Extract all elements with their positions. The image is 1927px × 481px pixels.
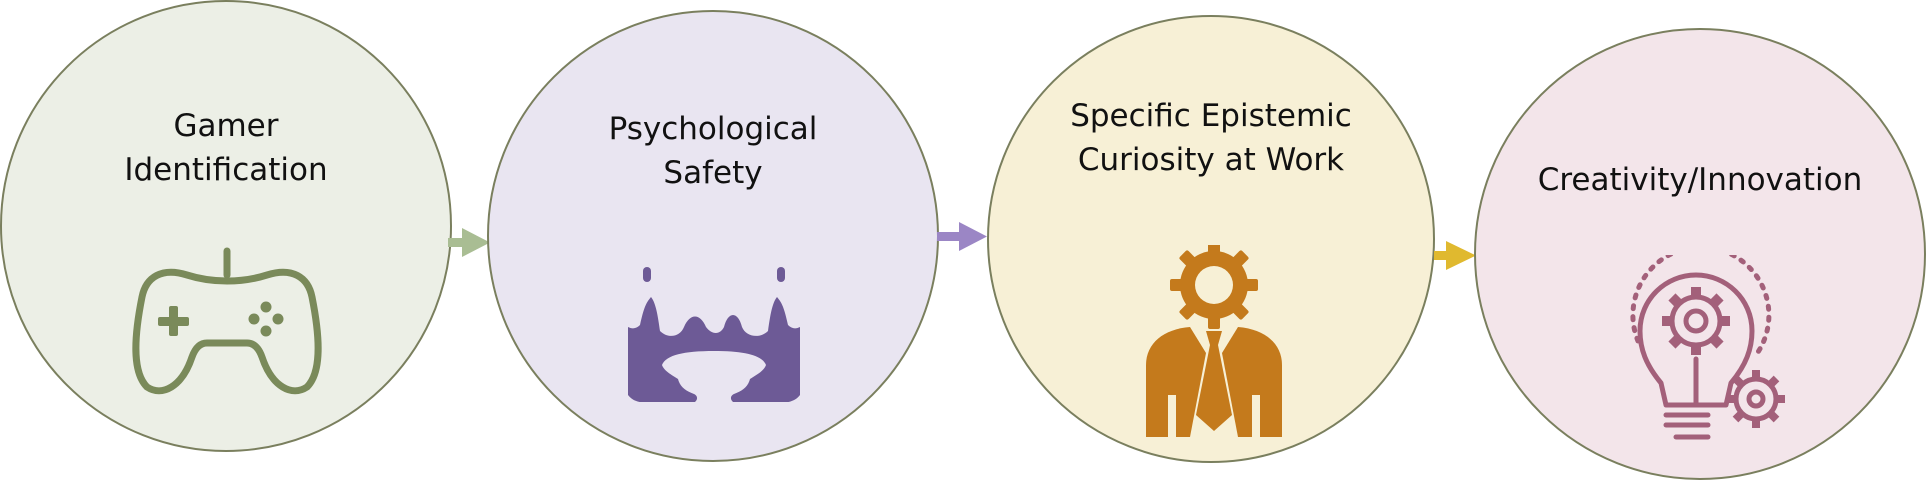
node-label-line1: Specific Epistemic (1070, 98, 1352, 134)
hands-holding-icon (628, 267, 800, 402)
businessman-gear-icon (1146, 245, 1282, 437)
node-label-line1: Gamer (173, 108, 279, 144)
node-label-line1: Psychological (608, 111, 818, 147)
node-label: Creativity/Innovation (1476, 158, 1924, 202)
gamepad-icon (132, 247, 322, 395)
node-label: Specific Epistemic Curiosity at Work (989, 94, 1433, 182)
node-specific-epistemic-curiosity: Specific Epistemic Curiosity at Work (987, 15, 1435, 463)
node-gamer-identification: Gamer Identification (0, 0, 452, 452)
flow-arrow-1 (448, 228, 490, 257)
flow-arrow-2 (937, 222, 987, 251)
node-label: Psychological Safety (489, 107, 937, 195)
node-label-line1: Creativity/Innovation (1537, 162, 1863, 198)
flow-arrow-3 (1434, 241, 1476, 270)
node-psychological-safety: Psychological Safety (487, 10, 939, 462)
lightbulb-gears-icon (1630, 255, 1785, 440)
node-label-line2: Curiosity at Work (1077, 142, 1345, 178)
node-creativity-innovation: Creativity/Innovation (1474, 28, 1926, 480)
node-label-line2: Identification (124, 152, 328, 188)
node-label-line2: Safety (663, 155, 763, 191)
node-label: Gamer Identification (2, 104, 450, 192)
